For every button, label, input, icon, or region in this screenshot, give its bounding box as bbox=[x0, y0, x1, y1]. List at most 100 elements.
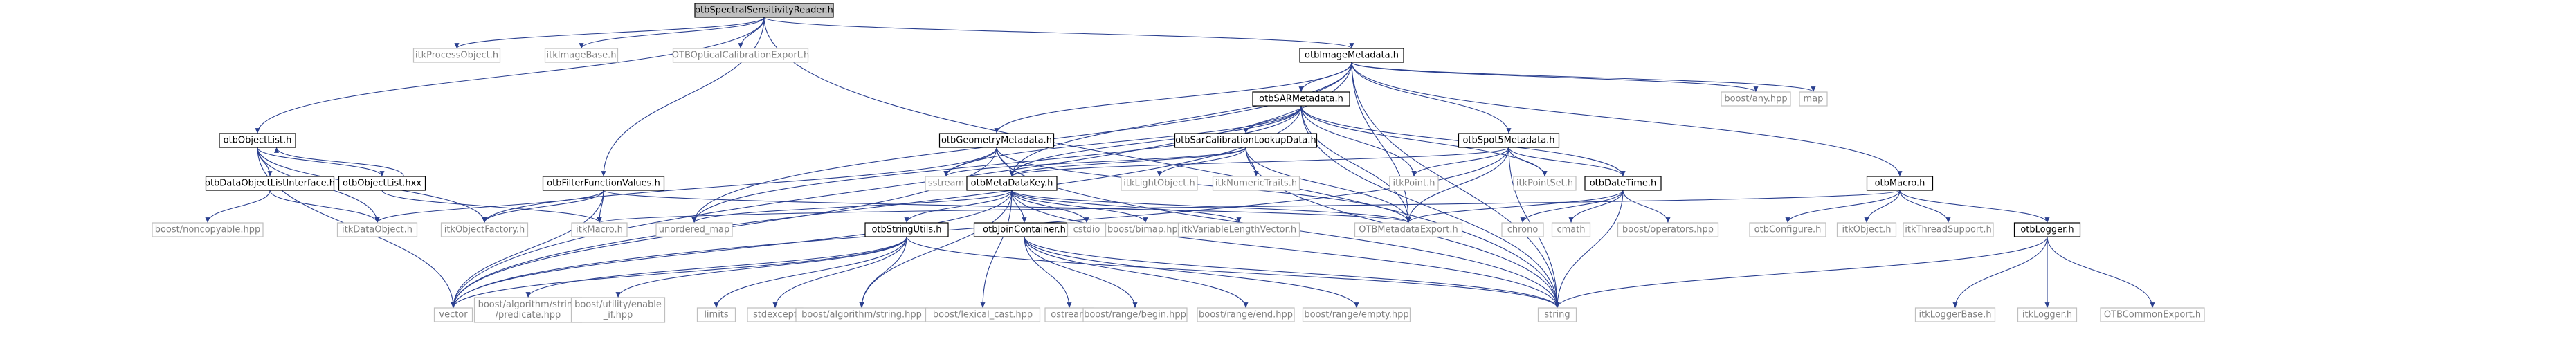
edge-otbStringUtils-to-boostAlgoPredicate bbox=[525, 236, 907, 298]
edge-line bbox=[451, 236, 907, 309]
edge-line bbox=[996, 147, 1411, 224]
node-stdexcept: stdexcept bbox=[747, 307, 804, 322]
edge-otbSARMetadata-to-otbSarCalibLookup bbox=[1243, 105, 1302, 134]
edge-line bbox=[1009, 62, 1352, 177]
edge-line bbox=[451, 190, 604, 309]
node-otbGeometryMetadata[interactable]: otbGeometryMetadata.h bbox=[938, 133, 1055, 148]
node-box bbox=[205, 176, 335, 191]
edge-otbSarCalibLookup-to-otbMetadataExport bbox=[1245, 147, 1411, 224]
edge-otbSARMetadata-to-otbMetadataExport bbox=[1300, 105, 1411, 224]
edge-otbMetaDataKey-to-string bbox=[1011, 190, 1560, 309]
node-label: itkLogger.h bbox=[2022, 310, 2072, 320]
edge-line bbox=[1864, 190, 1901, 224]
edge-line bbox=[257, 147, 273, 177]
edge-line bbox=[772, 236, 907, 309]
node-box bbox=[1903, 222, 1994, 237]
node-label: OTBMetadataExport.h bbox=[1359, 225, 1458, 235]
node-boostRangeBegin: boost/range/begin.hpp bbox=[1082, 307, 1188, 322]
edge-line bbox=[1011, 190, 1027, 224]
edge-line bbox=[1009, 147, 1509, 177]
edge-line bbox=[1351, 62, 1512, 134]
edge-line bbox=[943, 147, 1246, 177]
node-label: boost/utility/enable bbox=[574, 300, 662, 310]
node-label: otbGeometryMetadata.h bbox=[941, 136, 1052, 146]
node-label: otbMacro.h bbox=[1875, 179, 1925, 189]
node-box bbox=[1513, 176, 1577, 191]
node-label: otbJoinContainer.h bbox=[983, 225, 1066, 235]
edge-line bbox=[691, 105, 1302, 224]
edge-line bbox=[257, 147, 385, 177]
node-label: otbStringUtils.h bbox=[871, 225, 941, 235]
edge-otbDateTime-to-otbMetadataExport bbox=[1406, 190, 1624, 224]
edge-root-to-itkProcessObject bbox=[454, 17, 765, 49]
node-label: otbDataObjectListInterface.h bbox=[205, 179, 335, 189]
node-label: _if.hpp bbox=[603, 310, 633, 320]
node-box bbox=[1389, 176, 1439, 191]
node-label: itkVariableLengthVector.h bbox=[1181, 225, 1296, 235]
node-label: limits bbox=[704, 310, 729, 320]
node-box bbox=[571, 222, 628, 237]
node-otbSARMetadata[interactable]: otbSARMetadata.h bbox=[1252, 91, 1350, 107]
node-label: boost/range/end.hpp bbox=[1199, 310, 1293, 320]
node-box bbox=[544, 48, 619, 63]
edge-otbSarCalibLookup-to-itkLightObject bbox=[1157, 147, 1246, 177]
node-label: otbLogger.h bbox=[2020, 225, 2074, 235]
edge-line bbox=[1508, 147, 1548, 177]
edge-line bbox=[691, 190, 1013, 224]
edge-otbJoinContainer-to-boostRangeEmpty bbox=[1024, 236, 1359, 309]
node-otbLogger[interactable]: otbLogger.h bbox=[2013, 222, 2081, 237]
node-box bbox=[1721, 91, 1791, 107]
node-otbSpot5Metadata[interactable]: otbSpot5Metadata.h bbox=[1458, 133, 1560, 148]
node-label: unordered_map bbox=[659, 225, 730, 235]
node-label: boost/algorithm/string.hpp bbox=[801, 310, 922, 320]
edge-otbMetaDataKey-to-itkVarLenVector bbox=[1011, 190, 1242, 224]
node-boostLexicalCast: boost/lexical_cast.hpp bbox=[925, 307, 1041, 322]
node-otbStringUtils[interactable]: otbStringUtils.h bbox=[864, 222, 949, 237]
node-itkVarLenVector: itkVariableLengthVector.h bbox=[1177, 222, 1300, 237]
node-otbJoinContainer[interactable]: otbJoinContainer.h bbox=[973, 222, 1076, 237]
node-otbDateTime[interactable]: otbDateTime.h bbox=[1584, 176, 1662, 191]
edge-otbSarCalibLookup-to-sstream bbox=[943, 147, 1246, 177]
node-root[interactable]: otbSpectralSensitivityReader.h bbox=[694, 3, 834, 18]
edge-line bbox=[615, 236, 907, 298]
node-itkObjectFactory: itkObjectFactory.h bbox=[440, 222, 529, 237]
node-otbObjectList[interactable]: otbObjectList.h bbox=[219, 133, 296, 148]
edge-otbSarCalibLookup-to-otbMetaDataKey bbox=[1009, 147, 1246, 177]
node-box bbox=[219, 133, 296, 148]
node-otbMacro[interactable]: otbMacro.h bbox=[1866, 176, 1934, 191]
node-otbDataObjectListInterface[interactable]: otbDataObjectListInterface.h bbox=[205, 176, 335, 191]
node-itkProcessObject: itkProcessObject.h bbox=[412, 48, 501, 63]
node-otbImageMetadata[interactable]: otbImageMetadata.h bbox=[1299, 48, 1404, 63]
edge-line bbox=[1351, 62, 1560, 309]
edge-otbImageMetadata-to-vector bbox=[451, 62, 1352, 309]
node-vector: vector bbox=[433, 307, 473, 322]
edge-otbMetaDataKey-to-vector bbox=[451, 190, 1013, 309]
edge-otbSARMetadata-to-unorderedMap bbox=[691, 105, 1302, 224]
edge-line bbox=[1300, 105, 1411, 224]
node-otbFilterFunctionValues[interactable]: otbFilterFunctionValues.h bbox=[542, 176, 665, 191]
node-label: itkLightObject.h bbox=[1123, 179, 1195, 189]
edge-line bbox=[451, 190, 1013, 309]
node-box bbox=[1537, 307, 1577, 322]
edge-line bbox=[1508, 147, 1626, 177]
node-label: boost/noncopyable.hpp bbox=[155, 225, 261, 235]
node-otbSarCalibLookup[interactable]: otbSarCalibrationLookupData.h bbox=[1174, 133, 1318, 148]
node-box bbox=[2100, 307, 2205, 322]
node-box bbox=[696, 307, 736, 322]
node-otbMetaDataKey[interactable]: otbMetaDataKey.h bbox=[966, 176, 1058, 191]
node-box bbox=[938, 133, 1055, 148]
edge-otbFilterFunctionValues-to-vector bbox=[451, 190, 604, 309]
edge-otbSpot5Metadata-to-otbDateTime bbox=[1508, 147, 1626, 177]
edge-otbStringUtils-to-limits bbox=[714, 236, 907, 309]
edge-line bbox=[374, 190, 604, 224]
edge-line bbox=[1024, 236, 1359, 309]
edge-line bbox=[2047, 236, 2155, 309]
node-unorderedMap: unordered_map bbox=[655, 222, 733, 237]
edge-root-to-string bbox=[763, 17, 1560, 309]
node-otbObjectListTxx[interactable]: otbObjectList.hxx bbox=[338, 176, 426, 191]
node-boostAlgoString: boost/algorithm/string.hpp bbox=[795, 307, 928, 322]
node-itkLogger: itkLogger.h bbox=[2017, 307, 2078, 322]
node-label: stdexcept bbox=[753, 310, 797, 320]
edge-otbMetaDataKey-to-otbMetadataExport bbox=[1011, 190, 1411, 224]
node-label: /predicate.hpp bbox=[496, 310, 561, 320]
